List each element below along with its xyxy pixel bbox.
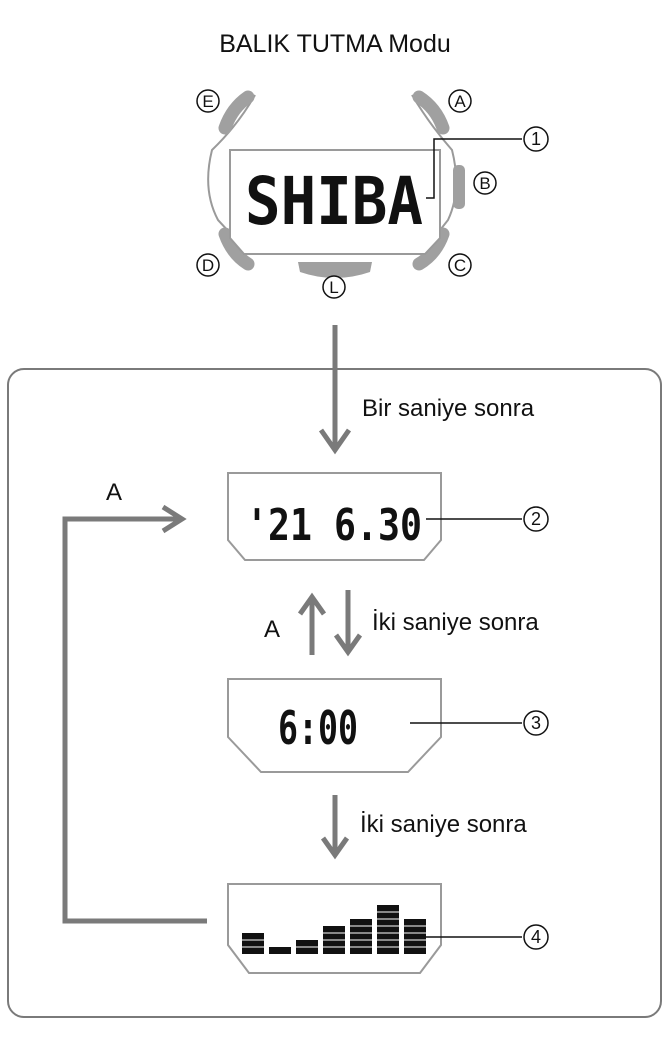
display-window-date	[227, 472, 442, 561]
tide-graph	[242, 905, 426, 954]
label-c: C	[448, 253, 472, 277]
display-text-time: 6:00	[278, 701, 358, 755]
callout-4: 4	[523, 924, 549, 950]
arrow-down-two-seconds-head	[333, 633, 363, 657]
callout-1: 1	[523, 126, 549, 152]
svg-text:E: E	[202, 92, 213, 111]
svg-text:3: 3	[531, 713, 541, 733]
label-a: A	[448, 89, 472, 113]
graph-bar	[350, 919, 372, 954]
svg-text:1: 1	[531, 129, 541, 149]
svg-text:C: C	[454, 256, 466, 275]
callout-line-1	[426, 138, 522, 199]
button-a-bezel[interactable]	[412, 90, 450, 135]
step-label-two-seconds-1: İki saniye sonra	[372, 609, 539, 636]
button-label-a-loop: A	[106, 479, 122, 506]
page-title: BALIK TUTMA Modu	[219, 30, 451, 58]
button-e-bezel[interactable]	[218, 90, 255, 135]
loop-arrow-a	[62, 516, 207, 924]
step-label-one-second: Bir saniye sonra	[362, 395, 535, 422]
svg-text:B: B	[479, 174, 490, 193]
step-label-two-seconds-2: İki saniye sonra	[360, 811, 527, 838]
svg-text:4: 4	[531, 927, 541, 947]
watch-illustration: SHIBA E A B D C L 1	[196, 89, 549, 299]
button-label-a-up: A	[264, 616, 280, 643]
label-e: E	[196, 89, 220, 113]
label-b: B	[473, 171, 497, 195]
graph-bar	[377, 905, 399, 954]
arrow-into-panel-head	[318, 428, 352, 455]
loop-arrow-a-head	[161, 504, 187, 534]
button-d-bezel[interactable]	[218, 227, 255, 271]
arrow-up-a-head	[297, 592, 327, 616]
sequence-panel	[7, 368, 662, 1018]
graph-bar	[269, 947, 291, 954]
label-l: L	[322, 275, 346, 299]
svg-text:L: L	[329, 278, 338, 297]
display-text-top: SHIBA	[245, 163, 423, 240]
button-l-bezel[interactable]	[298, 262, 372, 278]
svg-text:2: 2	[531, 509, 541, 529]
callout-3: 3	[523, 710, 549, 736]
button-c-bezel[interactable]	[412, 227, 450, 271]
display-text-date: '21 6.30	[246, 500, 422, 551]
graph-bar	[242, 933, 264, 954]
arrow-down-two-seconds-2-head	[320, 836, 350, 860]
callout-2: 2	[523, 506, 549, 532]
graph-bar	[404, 919, 426, 954]
display-window-top	[229, 149, 441, 255]
button-b-bezel[interactable]	[453, 165, 465, 209]
label-d: D	[196, 253, 220, 277]
display-window-time	[227, 678, 442, 773]
svg-text:D: D	[202, 256, 214, 275]
svg-text:A: A	[454, 92, 466, 111]
